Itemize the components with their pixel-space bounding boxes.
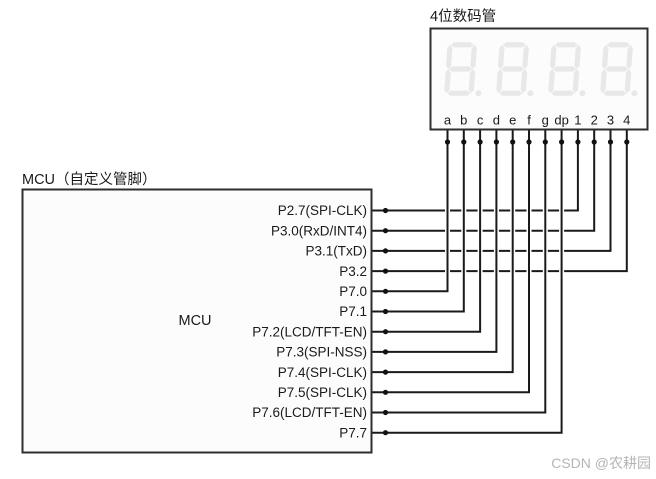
display-pin-label-3: 3 xyxy=(607,113,614,128)
watermark: CSDN @农耕园 xyxy=(551,455,651,471)
wire-p7.0-to-a xyxy=(371,129,450,294)
mcu-title: MCU（自定义管脚） xyxy=(22,171,157,188)
wire-p7.3-to-d xyxy=(371,129,499,355)
wire-p7.1-to-b xyxy=(371,129,467,314)
mcu-pin-label-p7.7: P7.7 xyxy=(339,425,367,440)
display-pin-label-4: 4 xyxy=(623,113,630,128)
mcu-border xyxy=(21,188,373,454)
mcu-pin-junction-dots xyxy=(382,207,389,436)
mcu-pin-label-p7.4: P7.4(SPI-CLK) xyxy=(278,365,367,380)
display-pin-label-b: b xyxy=(460,113,467,128)
display-module-border xyxy=(429,27,649,131)
mcu-pin-label-p2.7: P2.7(SPI-CLK) xyxy=(278,203,367,218)
mcu-pin-label-p7.6: P7.6(LCD/TFT-EN) xyxy=(252,405,367,420)
mcu-pin-labels: P2.7(SPI-CLK) P3.0(RxD/INT4) P3.1(TxD) P… xyxy=(252,203,367,440)
display-pin-label-1: 1 xyxy=(574,113,581,128)
wire-p7.5-to-f xyxy=(371,129,532,395)
mcu-pin-label-p7.1: P7.1 xyxy=(339,304,367,319)
mcu-pin-label-p3.1: P3.1(TxD) xyxy=(305,244,367,259)
display-pin-junction-dots xyxy=(444,139,630,145)
display-pin-label-c: c xyxy=(477,113,484,128)
wire-p3.1-to-3 xyxy=(371,129,613,254)
display-module-title: 4位数码管 xyxy=(430,8,496,25)
wire-p7.2-to-c xyxy=(371,129,483,335)
mcu-pin-label-p3.2: P3.2 xyxy=(339,264,367,279)
display-pin-labels: a b c d e f g dp 1 2 3 4 xyxy=(444,113,631,128)
wire-p7.4-to-e xyxy=(371,129,516,375)
wire-p7.6-to-g xyxy=(371,129,548,415)
wire-p7.7-to-dp xyxy=(371,129,565,436)
wire-p2.7-to-1 xyxy=(371,129,581,213)
display-pin-label-2: 2 xyxy=(591,113,598,128)
display-pin-label-d: d xyxy=(493,113,500,128)
mcu-pin-label-p7.3: P7.3(SPI-NSS) xyxy=(276,345,367,360)
mcu-pin-label-p7.5: P7.5(SPI-CLK) xyxy=(278,385,367,400)
wire-p3.2-to-4 xyxy=(371,129,630,274)
mcu-pin-label-p7.0: P7.0 xyxy=(339,284,367,299)
display-pin-label-f: f xyxy=(527,113,531,128)
wires xyxy=(371,129,630,436)
display-pin-label-a: a xyxy=(444,113,452,128)
display-pin-label-dp: dp xyxy=(554,113,568,128)
mcu-center-label: MCU xyxy=(178,313,211,329)
display-pin-label-g: g xyxy=(542,113,549,128)
mcu-pin-label-p3.0: P3.0(RxD/INT4) xyxy=(271,223,367,238)
display-pin-label-e: e xyxy=(509,113,516,128)
mcu-pin-label-p7.2: P7.2(LCD/TFT-EN) xyxy=(252,324,367,339)
mcu-body xyxy=(22,189,372,453)
